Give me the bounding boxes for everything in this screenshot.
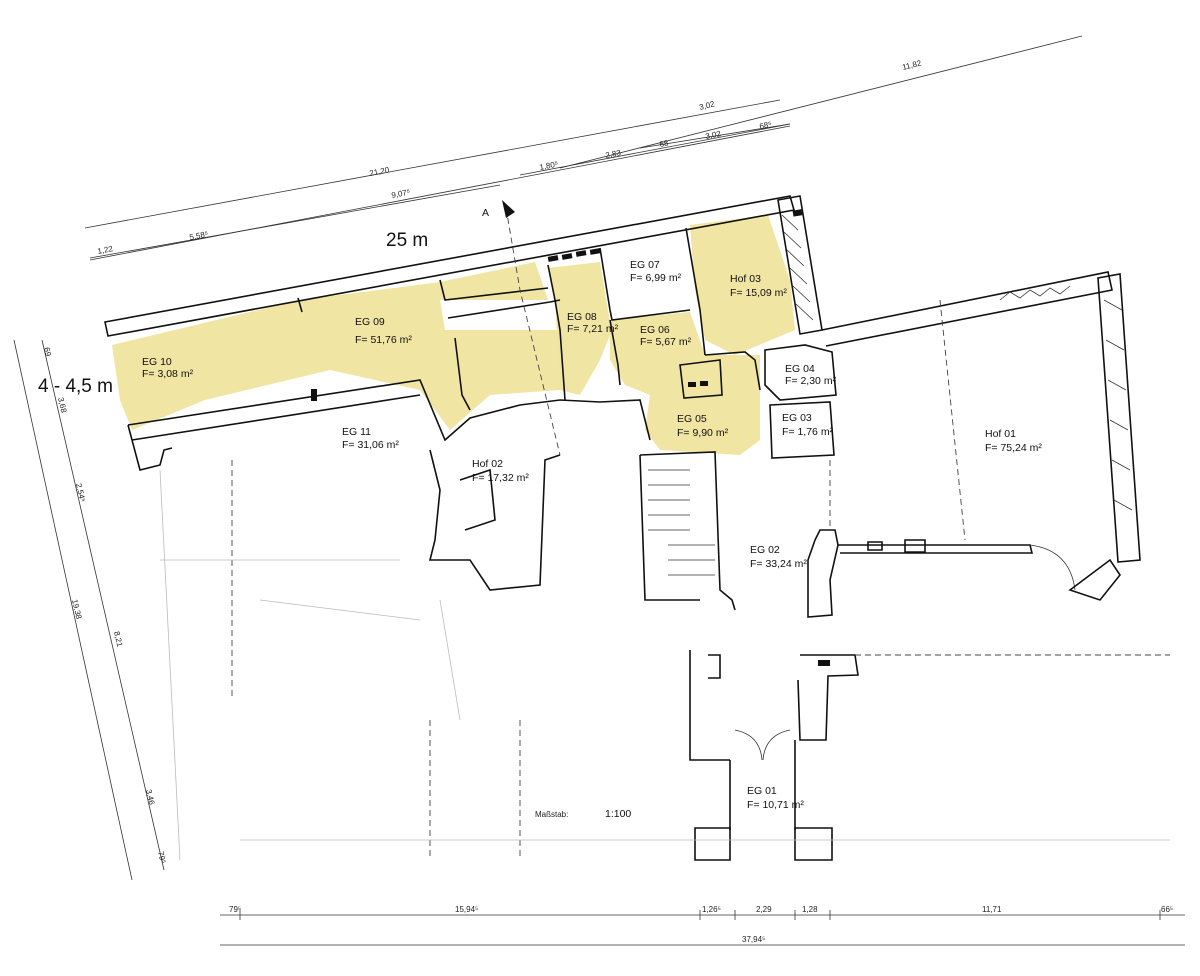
room-eg02-name: EG 02 [750,544,780,556]
room-eg10-area: F= 3,08 m² [142,368,194,380]
length-annotation: 25 m [386,230,428,251]
left-dimensions: 69 3,68 2,54⁵ 19,38 8,21 3,46 79⁵ [13,339,168,881]
room-eg11-name: EG 11 [342,426,371,438]
dim-top-overall: 11,82 [901,58,923,72]
room-eg04-area: F= 2,30 m² [785,375,837,387]
room-labels: EG 10 F= 3,08 m² EG 09 F= 51,76 m² EG 11… [142,259,1042,811]
room-eg09-name: EG 09 [355,316,385,328]
dim-bottom-d: 2,29 [756,905,772,914]
room-hof02-name: Hof 02 [472,458,503,470]
dim-bottom-c: 1,26⁵ [702,905,721,914]
dim-left-a: 69 [42,346,53,357]
dim-left-d: 19,38 [70,598,83,620]
dim-bottom-b: 15,94⁵ [455,905,478,914]
room-eg01-area: F= 10,71 m² [747,799,804,811]
dim-top-e: 68⁵ [759,120,773,131]
room-eg06-name: EG 06 [640,324,670,336]
room-eg11-area: F= 31,06 m² [342,439,399,451]
scale-value: 1:100 [605,808,631,820]
dim-left-g: 79⁵ [156,850,168,864]
room-hof02-area: F= 17,32 m² [472,472,529,484]
dim-bottom-a: 79⁵ [229,905,241,914]
room-hof03-area: F= 15,09 m² [730,287,787,299]
dim-top-row2: 3,02 [698,99,716,112]
room-eg02-area: F= 33,24 m² [750,558,807,570]
room-eg04-name: EG 04 [785,363,815,375]
highlight-hof03 [690,215,795,355]
section-marker-a: A [482,200,515,219]
room-hof01-name: Hof 01 [985,428,1016,440]
room-eg08-name: EG 08 [567,311,597,323]
room-eg03-area: F= 1,76 m² [782,426,834,438]
highlight-eg10-eg09 [112,262,560,430]
section-marker-label: A [482,207,489,219]
room-eg08-area: F= 7,21 m² [567,323,619,335]
dim-left-e: 8,21 [112,630,124,648]
highlight-eg06-eg05 [610,312,760,455]
dim-bottom-g: 66⁵ [1161,905,1173,914]
width-annotation: 4 - 4,5 m [38,376,113,397]
dim-bottom-e: 1,28 [802,905,818,914]
walls [104,195,1141,861]
dim-bottom-total: 37,94⁵ [742,935,765,944]
bottom-dimensions: 79⁵ 15,94⁵ 1,26⁵ 2,29 1,28 11,71 66⁵ 37,… [220,905,1185,946]
dim-left-f: 3,46 [144,788,156,806]
room-hof03-name: Hof 03 [730,273,761,285]
room-eg05-name: EG 05 [677,413,707,425]
dim-top-mid: 9,07⁵ [391,188,411,200]
dim-bottom-f: 11,71 [982,905,1002,914]
dim-top-low-a: 1,22 [97,244,115,256]
dim-top-long: 21,20 [369,165,391,178]
highlight-eg08 [548,262,612,395]
room-eg06-area: F= 5,67 m² [640,336,692,348]
top-dimensions: 11,82 3,02 1,80⁵ 2,83 68 3,02 68⁵ 21,20 … [84,35,1083,261]
dim-top-b: 2,83 [605,148,623,160]
room-eg03-name: EG 03 [782,412,812,424]
dim-left-b: 3,68 [56,396,68,414]
room-eg05-area: F= 9,90 m² [677,427,729,439]
room-eg07-name: EG 07 [630,259,660,271]
scale-caption: Maßstab: [535,810,568,819]
highlight-zones [112,215,795,455]
dim-top-c: 68 [659,138,670,149]
dim-top-low-b: 5,58⁵ [189,230,209,242]
room-hof01-area: F= 75,24 m² [985,442,1042,454]
room-eg01-name: EG 01 [747,785,777,797]
dim-left-c: 2,54⁵ [74,482,87,502]
room-eg09-area: F= 51,76 m² [355,334,412,346]
room-eg07-area: F= 6,99 m² [630,272,682,284]
dashed-lines [159,207,1170,861]
room-eg10-name: EG 10 [142,356,172,368]
dim-top-a: 1,80⁵ [539,160,559,172]
dim-top-d: 3,02 [705,129,723,141]
